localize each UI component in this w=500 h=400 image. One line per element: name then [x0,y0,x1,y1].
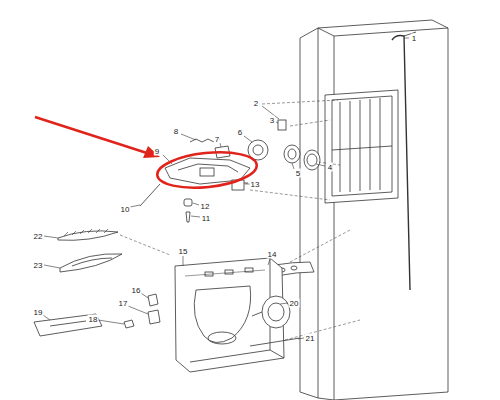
callout-number: 3 [269,116,275,125]
callout-number: 13 [250,180,261,189]
callout-number: 15 [178,247,189,256]
door-panel [300,20,448,400]
callout-number: 4 [327,163,333,172]
callout-number: 1 [411,34,417,43]
callout-number: 16 [131,286,142,295]
callout-number: 17 [118,299,129,308]
callout-number: 6 [237,128,243,137]
callout-number: 5 [295,169,301,178]
small-brackets [34,294,160,336]
callout-number: 11 [201,214,211,223]
callout-number: 21 [305,334,316,343]
callout-number: 2 [253,99,259,108]
callout-number: 10 [120,205,131,214]
dispenser-parts [140,120,320,222]
callout-number: 9 [154,147,160,156]
callout-number: 23 [33,261,44,270]
callout-number: 19 [33,308,44,317]
screw-line [250,338,300,346]
leader-lines [43,38,409,339]
auger-motor [252,296,290,328]
callout-number: 7 [214,135,220,144]
callout-number: 22 [33,232,44,241]
callout-number: 12 [200,202,211,211]
callout-number: 14 [267,250,278,259]
rod [392,32,416,290]
brush-and-lens [58,229,122,272]
callout-number: 8 [173,127,179,136]
highlight [35,117,259,192]
callout-number: 18 [88,315,99,324]
callout-number: 20 [289,299,300,308]
